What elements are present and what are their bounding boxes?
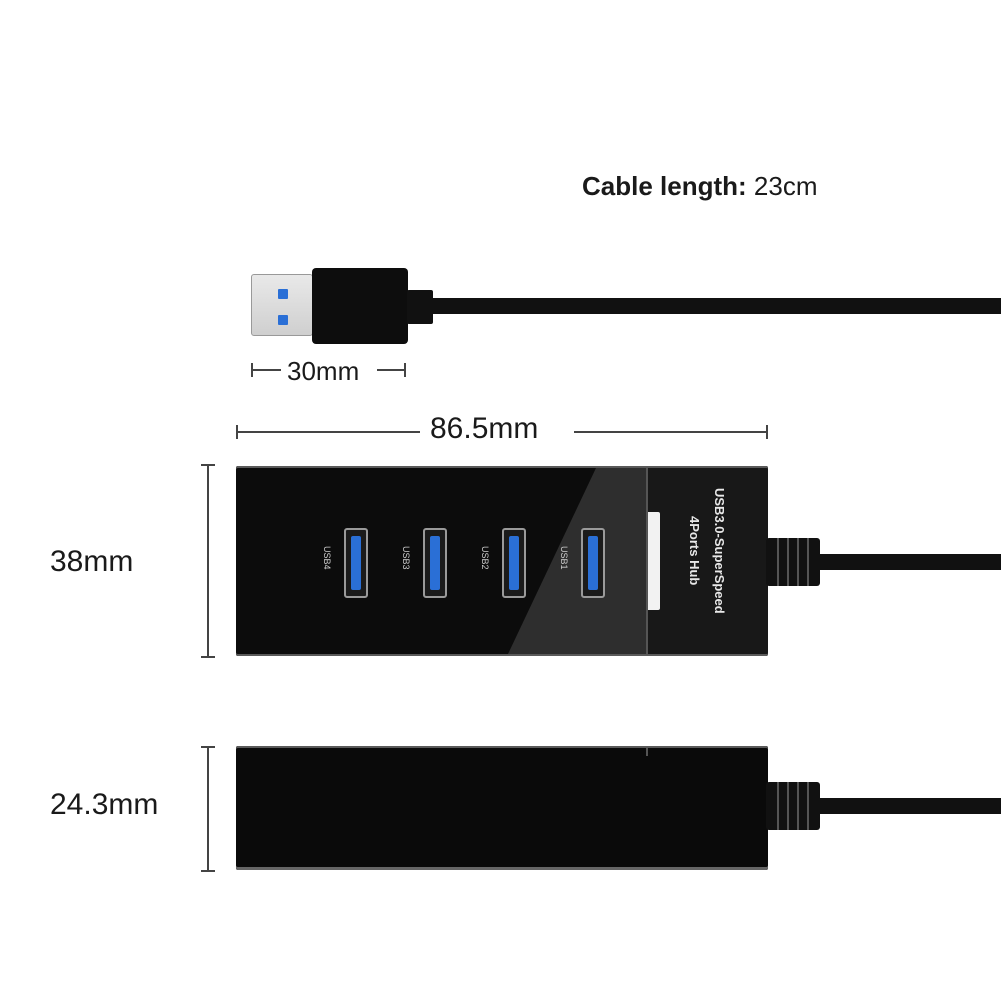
port-label-usb4: USB4 — [322, 546, 332, 570]
panel-seam — [646, 468, 648, 654]
usb-port-2 — [502, 528, 526, 598]
usb-port-1 — [581, 528, 605, 598]
port-label-usb2: USB2 — [480, 546, 490, 570]
hub-top-view: USB4 USB3 USB2 USB1 USB3.0-SuperSpeed 4P… — [236, 466, 768, 656]
cable-length-label: Cable length: — [582, 171, 747, 201]
usb-port-4 — [344, 528, 368, 598]
hub-cable — [818, 554, 1001, 570]
dim-line — [207, 464, 209, 658]
usb-cable — [430, 298, 1001, 314]
dim-line — [207, 746, 209, 872]
cable-length-value: 23cm — [746, 171, 818, 201]
hub-side-cable — [818, 798, 1001, 814]
dim-tick — [201, 870, 215, 872]
led-indicator-strip — [646, 512, 660, 610]
hub-height-label: 24.3mm — [50, 788, 159, 821]
usb-port-3 — [423, 528, 447, 598]
dim-line — [236, 431, 420, 433]
usb-plug-neck — [407, 290, 433, 324]
panel-seam — [646, 748, 648, 756]
dim-tick — [201, 656, 215, 658]
hub-strain-relief — [766, 538, 820, 586]
hub-brand-text: USB3.0-SuperSpeed — [712, 488, 727, 614]
hub-side-strain-relief — [766, 782, 820, 830]
plug-pin-icon — [278, 289, 288, 299]
port-label-usb3: USB3 — [401, 546, 411, 570]
port-label-usb1: USB1 — [559, 546, 569, 570]
dim-tick — [404, 363, 406, 377]
hub-width-label: 38mm — [50, 545, 134, 578]
hub-model-text: 4Ports Hub — [687, 516, 702, 586]
dim-line — [251, 369, 281, 371]
usb-plug-body — [312, 268, 408, 344]
hub-side-view — [236, 746, 768, 870]
dim-line — [377, 369, 405, 371]
plug-length-label: 30mm — [287, 356, 360, 386]
plug-pin-icon — [278, 315, 288, 325]
hub-length-label: 86.5mm — [430, 412, 539, 445]
usb-plug-metal — [251, 274, 313, 336]
dim-tick — [766, 425, 768, 439]
cable-length-caption: Cable length: 23cm — [582, 170, 817, 202]
hub-gloss-reflection — [508, 468, 768, 654]
dim-line — [574, 431, 768, 433]
